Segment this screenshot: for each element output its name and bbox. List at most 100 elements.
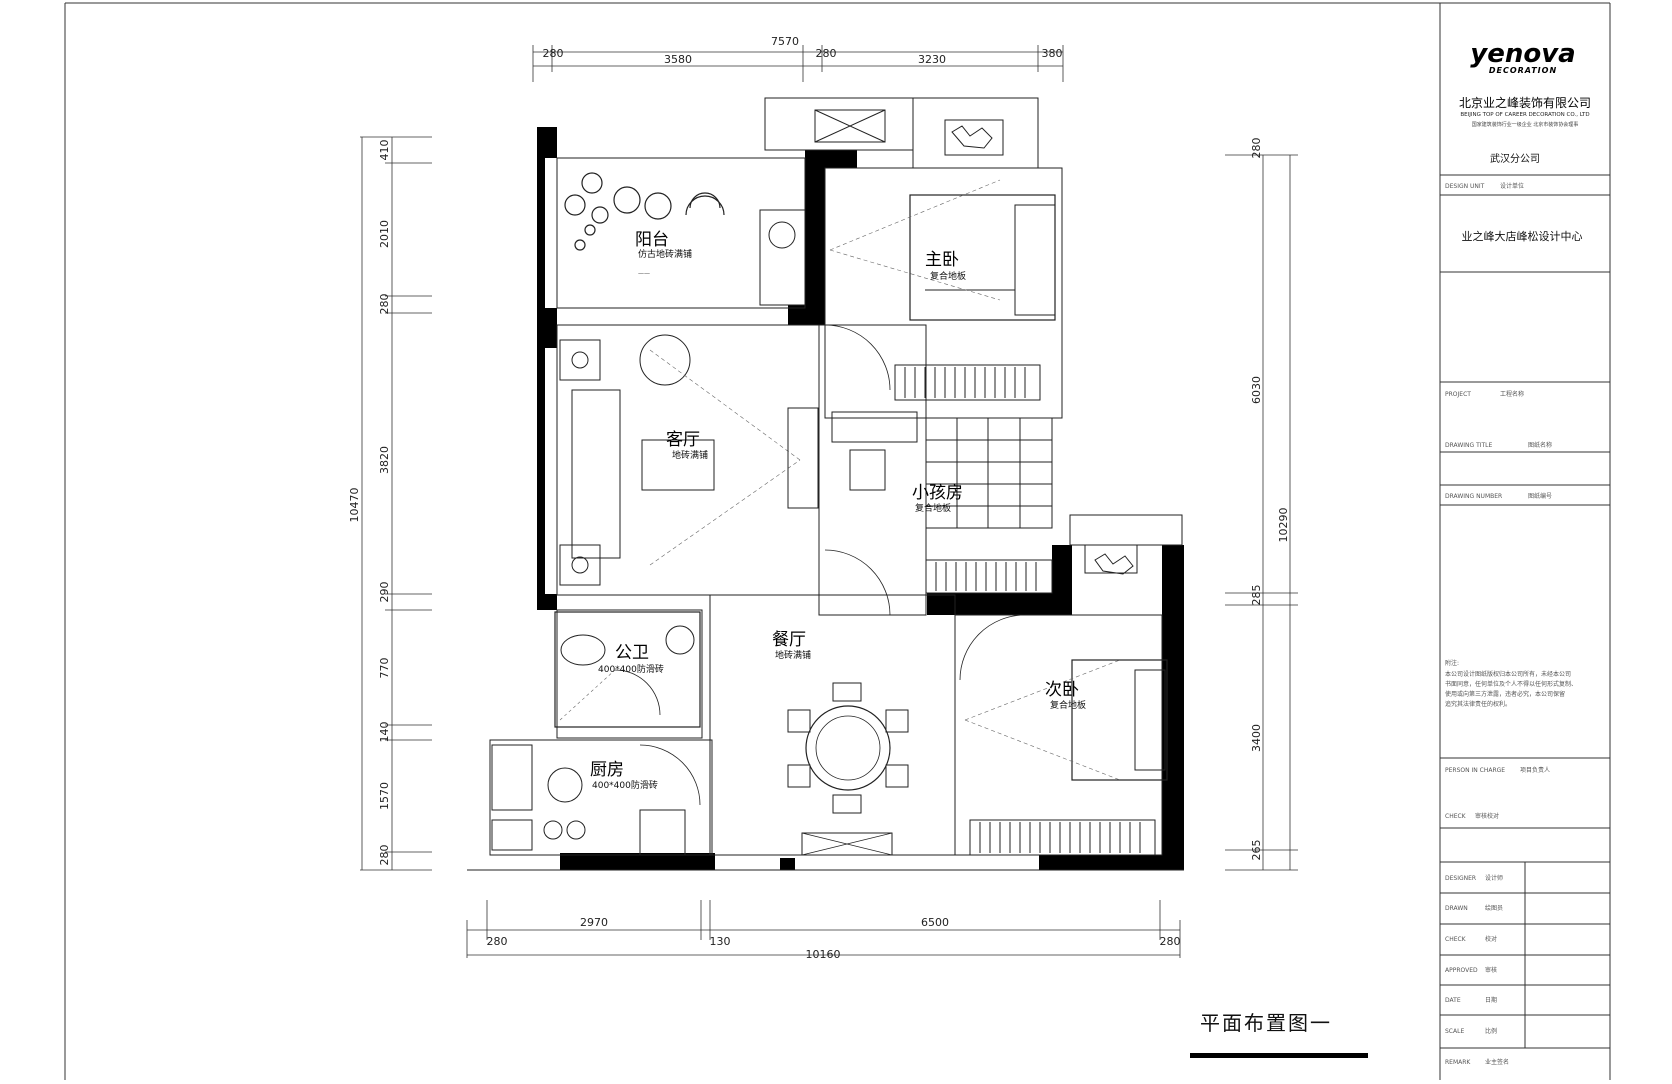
sign-row-label-5: SCALE — [1445, 1028, 1464, 1035]
dim-right-e: 265 — [1250, 840, 1263, 861]
living-sofa — [571, 389, 621, 559]
logo-sub: DECORATION — [1489, 66, 1557, 75]
kitchen-sink — [547, 767, 583, 803]
sign-row-label-0: DESIGNER — [1445, 875, 1476, 882]
dim-right-c: 285 — [1250, 585, 1263, 606]
dim-bottom-c: 130 — [710, 935, 731, 948]
master-name: 主卧 — [925, 250, 959, 270]
living-round-chair — [639, 334, 691, 386]
kids-desk — [831, 411, 918, 443]
dining-table — [805, 705, 891, 791]
dim-bottom-e: 280 — [1160, 935, 1181, 948]
sign-row-value-2: 校对 — [1485, 935, 1497, 943]
room-second: 次卧 复合地板 — [959, 544, 1168, 856]
sign-row-label-1: DRAWN — [1445, 905, 1468, 912]
design-unit-label: DESIGN UNIT — [1445, 183, 1485, 190]
room-dining: 餐厅 地砖满铺 — [772, 630, 909, 856]
branch-name: 武汉分公司 — [1490, 152, 1540, 165]
note-line-0: 本公司设计图纸版权归本公司所有，未经本公司 — [1445, 670, 1571, 678]
dim-top-b: 3580 — [664, 53, 692, 66]
dim-bottom-d: 6500 — [921, 916, 949, 929]
sign-rows: DESIGNER 设计师 DRAWN 绘图员 CHECK 校对 APPROVED… — [1445, 874, 1509, 1066]
dim-top-c: 280 — [816, 47, 837, 60]
dim-bottom-total: 10160 — [806, 948, 841, 961]
drawing-title-value: 图纸名称 — [1528, 441, 1552, 449]
dims-top: 7570 280 3580 280 3230 380 — [532, 35, 1064, 82]
master-floor: 复合地板 — [930, 270, 966, 282]
company-name: 北京业之峰装饰有限公司 — [1459, 96, 1591, 110]
kitchen-floor: 400*400防滑砖 — [592, 779, 658, 791]
room-living: 客厅 地砖满铺 — [559, 334, 819, 586]
kitchen-stove-1 — [543, 820, 563, 840]
bath-sink — [665, 625, 695, 655]
dining-name: 餐厅 — [772, 630, 806, 650]
room-kids: 小孩房 复合地板 — [824, 411, 1053, 616]
living-tv-cabinet — [787, 407, 819, 509]
logo-text: yenova — [1470, 39, 1575, 69]
dim-left-c: 280 — [378, 294, 391, 315]
dim-left-h: 1570 — [378, 782, 391, 810]
second-name: 次卧 — [1045, 680, 1079, 700]
company-en: BEIJING TOP OF CAREER DECORATION CO., LT… — [1460, 112, 1589, 118]
living-name: 客厅 — [666, 430, 700, 450]
sign-row-value-3: 审核 — [1485, 966, 1497, 974]
balcony-washer — [759, 209, 806, 306]
dim-left-d: 3820 — [378, 446, 391, 474]
balcony-floor: 仿古地砖满铺 — [638, 248, 692, 260]
room-balcony: 阳台 仿古地砖满铺 —— — [564, 172, 806, 306]
dim-right-total: 10290 — [1277, 508, 1290, 543]
sign-row-value-6: 业主签名 — [1485, 1058, 1509, 1066]
sign-row-label-3: APPROVED — [1445, 967, 1478, 974]
title-block: yenova DECORATION 北京业之峰装饰有限公司 BEIJING TO… — [1439, 3, 1610, 1080]
kids-bed-grid — [925, 417, 1053, 529]
person-value: 项目负责人 — [1520, 766, 1550, 774]
sign-row-value-0: 设计师 — [1485, 874, 1503, 882]
dims-right: 280 6030 10290 285 3400 265 — [1225, 138, 1298, 871]
kitchen-stove-2 — [566, 820, 586, 840]
dim-right-d: 3400 — [1250, 724, 1263, 752]
sign-row-value-4: 日期 — [1485, 996, 1497, 1004]
project-label: PROJECT — [1445, 391, 1471, 398]
notes-title: 附注: — [1445, 659, 1459, 667]
second-wardrobe — [969, 819, 1156, 856]
dim-right-a: 280 — [1250, 138, 1263, 159]
design-center: 业之峰大店峰松设计中心 — [1462, 229, 1583, 243]
kitchen-name: 厨房 — [590, 760, 624, 780]
dim-left-e: 290 — [378, 582, 391, 603]
dim-left-a: 410 — [378, 140, 391, 161]
plan-title-underline — [1190, 1053, 1368, 1058]
dims-left: 10470 410 2010 280 3820 290 770 140 1570… — [348, 136, 432, 871]
dims-bottom: 280 2970 130 6500 280 10160 — [466, 900, 1181, 961]
plan-title: 平面布置图一 — [1200, 1011, 1332, 1035]
bath-toilet — [560, 634, 606, 666]
master-wardrobe — [894, 364, 1041, 401]
project-value: 工程名称 — [1500, 390, 1524, 398]
dim-left-total: 10470 — [348, 488, 361, 523]
balcony-sink — [768, 221, 796, 249]
balcony-name: 阳台 — [635, 230, 669, 250]
check-value: 审核校对 — [1475, 812, 1499, 820]
sign-row-label-4: DATE — [1445, 997, 1461, 1004]
dining-floor: 地砖满铺 — [775, 649, 811, 661]
walls — [537, 127, 1184, 870]
dim-left-i: 280 — [378, 845, 391, 866]
kids-floor: 复合地板 — [915, 502, 951, 514]
sign-row-label-2: CHECK — [1445, 936, 1467, 943]
bath-floor: 400*400防滑砖 — [598, 663, 664, 675]
room-bath: 公卫 400*400防滑砖 — [554, 611, 701, 728]
drawing-no-value: 图纸编号 — [1528, 492, 1552, 500]
dining-cabinet — [801, 832, 893, 856]
drawing-no-label: DRAWING NUMBER — [1445, 493, 1502, 500]
person-label: PERSON IN CHARGE — [1445, 767, 1505, 774]
windows-top — [814, 109, 1004, 156]
room-master: 主卧 复合地板 — [824, 179, 1056, 401]
kids-wardrobe — [925, 559, 1053, 594]
sign-row-label-6: REMARK — [1445, 1059, 1471, 1066]
dim-top-e: 380 — [1042, 47, 1063, 60]
balcony-chairs — [564, 172, 725, 251]
second-floor: 复合地板 — [1050, 699, 1086, 711]
note-line-3: 追究其法律责任的权利。 — [1445, 700, 1511, 708]
living-coffee-table — [641, 439, 715, 491]
dim-left-b: 2010 — [378, 220, 391, 248]
